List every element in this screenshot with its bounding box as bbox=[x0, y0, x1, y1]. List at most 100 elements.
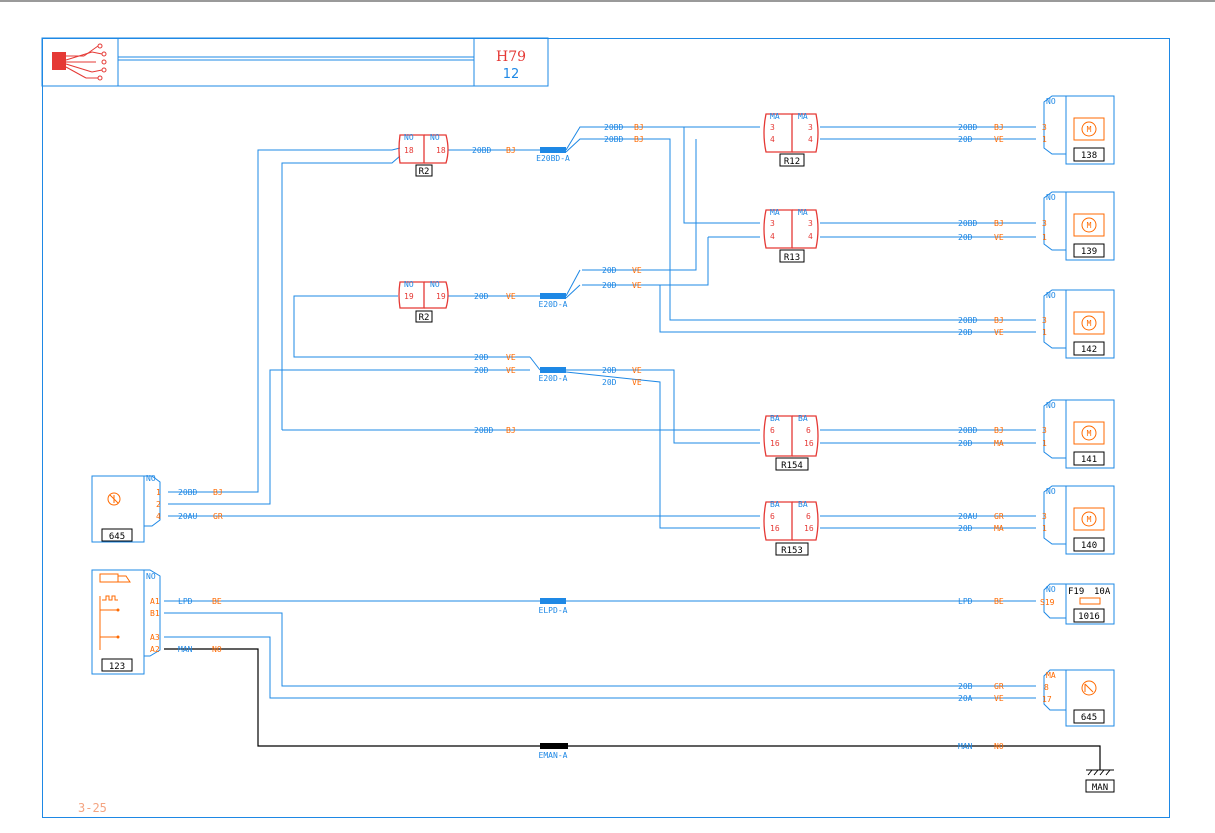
fuse-icon bbox=[1079, 597, 1101, 605]
wire-label: M bbox=[1087, 319, 1092, 328]
wire-label: A1 bbox=[150, 597, 160, 606]
wire-label: 20BD bbox=[604, 135, 623, 144]
wire-label: 4 bbox=[156, 512, 161, 521]
connector-label: R153 bbox=[781, 546, 803, 556]
wire-label: BJ bbox=[506, 146, 516, 155]
wire-label: 20D bbox=[958, 439, 973, 448]
fuse-1016: NO S19 F19 10A 1016 bbox=[1040, 583, 1115, 625]
component-645-left: NO 1 2 4 645 bbox=[91, 474, 161, 543]
wire-label: BJ bbox=[634, 135, 644, 144]
wire-label: 20D bbox=[474, 366, 489, 375]
wire-label: E20D-A bbox=[539, 300, 568, 309]
wire-label: 8 bbox=[1044, 683, 1049, 692]
wire-label: LPD bbox=[178, 597, 193, 606]
connector-r12: MA MA 3 4 3 4 R12 bbox=[763, 112, 819, 167]
wire-label: BJ bbox=[634, 123, 644, 132]
tachograph-icon bbox=[99, 573, 131, 650]
wire-label: 1 bbox=[1042, 135, 1047, 144]
wire-label: VE bbox=[506, 366, 516, 375]
component-label: 140 bbox=[1081, 541, 1097, 551]
wire-label: BJ bbox=[994, 426, 1004, 435]
wire-label: 20BD bbox=[958, 219, 977, 228]
component-label: 138 bbox=[1081, 151, 1097, 161]
wire-label: VE bbox=[506, 292, 516, 301]
wire-label: MAN bbox=[958, 742, 973, 751]
wire-label: 20AU bbox=[958, 512, 977, 521]
wire-label: 20D bbox=[602, 378, 617, 387]
motor-icon: M bbox=[1073, 507, 1105, 531]
wire-label: NO bbox=[1046, 97, 1056, 106]
wire-label: 19 bbox=[436, 292, 446, 301]
wires bbox=[164, 126, 1101, 770]
wire-label: VE bbox=[994, 694, 1004, 703]
wire-label: MAN bbox=[178, 645, 193, 654]
connector-r13: MA MA 3 4 3 4 R13 bbox=[763, 208, 819, 263]
wire-label: NO bbox=[1046, 193, 1056, 202]
motor-140: NO 3 1 M 140 bbox=[1042, 485, 1115, 555]
wire-label: GR bbox=[213, 512, 223, 521]
motor-142: NO 3 1 M 142 bbox=[1042, 289, 1115, 359]
wire-label: NO bbox=[994, 742, 1004, 751]
wire-label: LPD bbox=[958, 597, 973, 606]
component-645-right: MA 8 17 645 bbox=[1042, 669, 1115, 727]
wire-label: 20D bbox=[602, 281, 617, 290]
wire-label: 18 bbox=[404, 146, 414, 155]
wire-label: 3 bbox=[770, 123, 775, 132]
wire-label: 19 bbox=[404, 292, 414, 301]
motor-icon: M bbox=[1073, 117, 1105, 141]
wire-label: 1 bbox=[1042, 524, 1047, 533]
wire-label: 20BD bbox=[958, 123, 977, 132]
wire-label: 2 bbox=[156, 500, 161, 509]
wire-label: 4 bbox=[808, 232, 813, 241]
wire-label: 16 bbox=[804, 439, 814, 448]
splice-e20d-2 bbox=[540, 367, 566, 373]
wire-label: 3 bbox=[1042, 123, 1047, 132]
component-label: 142 bbox=[1081, 345, 1097, 355]
connector-r2-lower: NO NO 19 19 R2 bbox=[398, 280, 449, 323]
wire-label: VE bbox=[632, 266, 642, 275]
connector-label: R2 bbox=[419, 313, 430, 323]
wire-label: M bbox=[1087, 515, 1092, 524]
component-label: 645 bbox=[1081, 713, 1097, 723]
component-label: 141 bbox=[1081, 455, 1097, 465]
wire-label: 20D bbox=[474, 292, 489, 301]
wire-label: 20D bbox=[958, 233, 973, 242]
ground-label: MAN bbox=[1092, 783, 1108, 793]
wire-label: VE bbox=[994, 135, 1004, 144]
motor-141: NO 3 1 M 141 bbox=[1042, 399, 1115, 469]
wire-label: NO bbox=[1046, 291, 1056, 300]
wire-label: 6 bbox=[770, 512, 775, 521]
wire-label: GR bbox=[994, 682, 1004, 691]
wire-label: 20AU bbox=[178, 512, 197, 521]
connector-r2-upper: NO NO 18 18 R2 bbox=[398, 133, 449, 177]
wire-label: NO bbox=[1046, 401, 1056, 410]
wire-label: 16 bbox=[770, 524, 780, 533]
wire-label: 6 bbox=[806, 512, 811, 521]
connector-label: R2 bbox=[419, 167, 430, 177]
wire-label: NO bbox=[1046, 585, 1056, 594]
sheet-code: H79 bbox=[496, 49, 526, 65]
wire-label: VE bbox=[994, 233, 1004, 242]
ground-man: MAN bbox=[1085, 769, 1115, 793]
wire-label: 4 bbox=[770, 135, 775, 144]
component-label: 139 bbox=[1081, 247, 1097, 257]
wire-label: 6 bbox=[806, 426, 811, 435]
wire-label: 20BD bbox=[958, 316, 977, 325]
sensor-icon bbox=[1081, 680, 1097, 696]
wire-label: 3 bbox=[808, 123, 813, 132]
splice-eman bbox=[540, 743, 568, 749]
wire-label: 20D bbox=[474, 353, 489, 362]
wire-label: BA bbox=[770, 500, 780, 509]
wire-label: 1 bbox=[1042, 439, 1047, 448]
wire-label: BA bbox=[770, 414, 780, 423]
wire-label: 20A bbox=[958, 694, 973, 703]
wire-label: 16 bbox=[804, 524, 814, 533]
wire-label: BJ bbox=[994, 123, 1004, 132]
connector-r154: BA BA 6 16 6 16 R154 bbox=[763, 414, 819, 471]
motor-icon: M bbox=[1073, 213, 1105, 237]
wire-label: BJ bbox=[213, 488, 223, 497]
wire-label: S19 bbox=[1040, 598, 1055, 607]
wire-label: E20BD-A bbox=[536, 154, 570, 163]
wire-label: 3 bbox=[1042, 219, 1047, 228]
connector-label: R12 bbox=[784, 157, 800, 167]
